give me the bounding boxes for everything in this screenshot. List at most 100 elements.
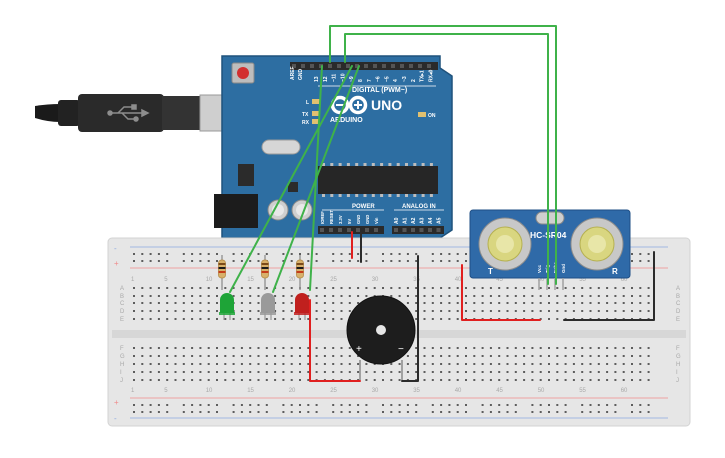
on-led <box>418 112 426 117</box>
header-hole <box>402 228 407 232</box>
header-hole <box>436 228 441 232</box>
row-letter: F <box>120 346 124 352</box>
analog-pin-label: A5 <box>437 217 443 224</box>
wire-sensor-vcc-red[interactable] <box>461 264 541 321</box>
digital-pin-label: RX◂0 <box>428 70 434 82</box>
power-pin-label: Vin <box>374 217 379 224</box>
header-hole <box>337 64 341 68</box>
header-hole <box>400 64 404 68</box>
header-hole <box>310 64 314 68</box>
l-label: L <box>306 100 309 106</box>
row-letter: C <box>120 301 125 307</box>
row-letter: G <box>120 354 125 360</box>
wire-buzzer-red[interactable] <box>309 299 361 382</box>
row-letter: B <box>676 294 680 300</box>
digital-pin-label: 12 <box>323 76 329 82</box>
digital-pin-label: 2 <box>411 79 417 82</box>
header-hole <box>428 228 432 232</box>
column-number: 1 <box>131 277 135 283</box>
digital-pin-label: ~10 <box>340 73 346 82</box>
wire-echo-green[interactable] <box>329 25 557 285</box>
wire-trig-green[interactable] <box>344 33 549 285</box>
digital-pin-label: 13 <box>314 76 320 82</box>
header-hole <box>365 228 369 232</box>
row-letter: D <box>120 309 125 315</box>
analog-label: ANALOG IN <box>402 204 436 210</box>
wire-led-green[interactable] <box>229 65 353 293</box>
header-hole <box>320 228 324 232</box>
bottom-plus-label: + <box>114 398 119 407</box>
column-number: 25 <box>330 277 337 283</box>
analog-pin-label: A1 <box>403 217 409 224</box>
column-numbers: 1155101015152020252530303535404045455050… <box>131 277 628 394</box>
header-hole <box>391 64 395 68</box>
header-hole <box>419 228 424 232</box>
usb-icon <box>107 104 150 122</box>
wire-sensor-gnd-black[interactable] <box>563 251 655 321</box>
column-number: 60 <box>621 388 628 394</box>
header-hole <box>374 228 378 232</box>
led-green[interactable] <box>219 293 235 320</box>
header-hole <box>382 64 386 68</box>
breadboard-holes <box>133 253 650 413</box>
column-number: 45 <box>496 388 503 394</box>
led-gray[interactable] <box>260 293 276 320</box>
column-number: 5 <box>164 388 168 394</box>
usb-cable <box>35 94 237 132</box>
atmega-chip <box>318 166 438 194</box>
digital-pin-label: 8 <box>358 79 364 82</box>
column-number: 50 <box>538 388 545 394</box>
digital-label: DIGITAL (PWM~) <box>352 87 407 94</box>
wire-buzzer-black[interactable] <box>401 255 419 382</box>
column-number: 10 <box>206 388 213 394</box>
bottom-minus-label: - <box>114 414 117 423</box>
row-letter: A <box>120 286 124 292</box>
column-number: 30 <box>372 388 379 394</box>
l-led <box>312 99 320 104</box>
wires <box>229 25 655 382</box>
analog-pin-label: A4 <box>428 217 434 224</box>
resistors <box>218 255 304 290</box>
header-hole <box>292 64 296 68</box>
column-number: 15 <box>247 388 254 394</box>
row-letter: I <box>120 370 122 376</box>
on-label: ON <box>428 113 436 119</box>
resistor[interactable] <box>261 255 269 290</box>
header-hole <box>411 228 415 232</box>
resistor[interactable] <box>296 255 304 290</box>
gnd-label: GND <box>298 69 304 81</box>
column-number: 30 <box>372 277 379 283</box>
resistor[interactable] <box>218 255 226 290</box>
row-letter: E <box>676 317 680 323</box>
power-pin-label: 3.3V <box>338 215 343 224</box>
wire-led-red[interactable] <box>309 65 323 291</box>
column-number: 5 <box>164 277 168 283</box>
analog-pin-label: A2 <box>411 217 417 224</box>
row-letter: B <box>120 294 124 300</box>
power-pin-label: GND <box>365 215 370 224</box>
analog-header <box>392 226 444 234</box>
top-minus-label: - <box>114 244 117 253</box>
voltage-regulator <box>238 164 254 186</box>
receiver-transducer <box>570 217 624 271</box>
header-hole <box>356 228 360 232</box>
row-letter: J <box>120 378 123 384</box>
reset-button-cap <box>237 67 249 79</box>
column-number: 50 <box>538 277 545 283</box>
header-hole <box>427 64 431 68</box>
piezo-buzzer[interactable]: + − <box>346 295 416 380</box>
arduino-infinity-logo-icon <box>330 95 368 115</box>
row-letter: E <box>120 317 124 323</box>
analog-pin-label: A0 <box>394 217 400 224</box>
row-letter: H <box>120 362 124 368</box>
header-hole <box>364 64 368 68</box>
led-red[interactable] <box>294 293 310 320</box>
sensor-pin-label: Vcc <box>537 264 542 273</box>
transmitter-transducer <box>478 217 532 271</box>
power-pin-label: RESET <box>329 210 334 224</box>
column-number: 20 <box>289 388 296 394</box>
header-hole <box>301 64 305 68</box>
